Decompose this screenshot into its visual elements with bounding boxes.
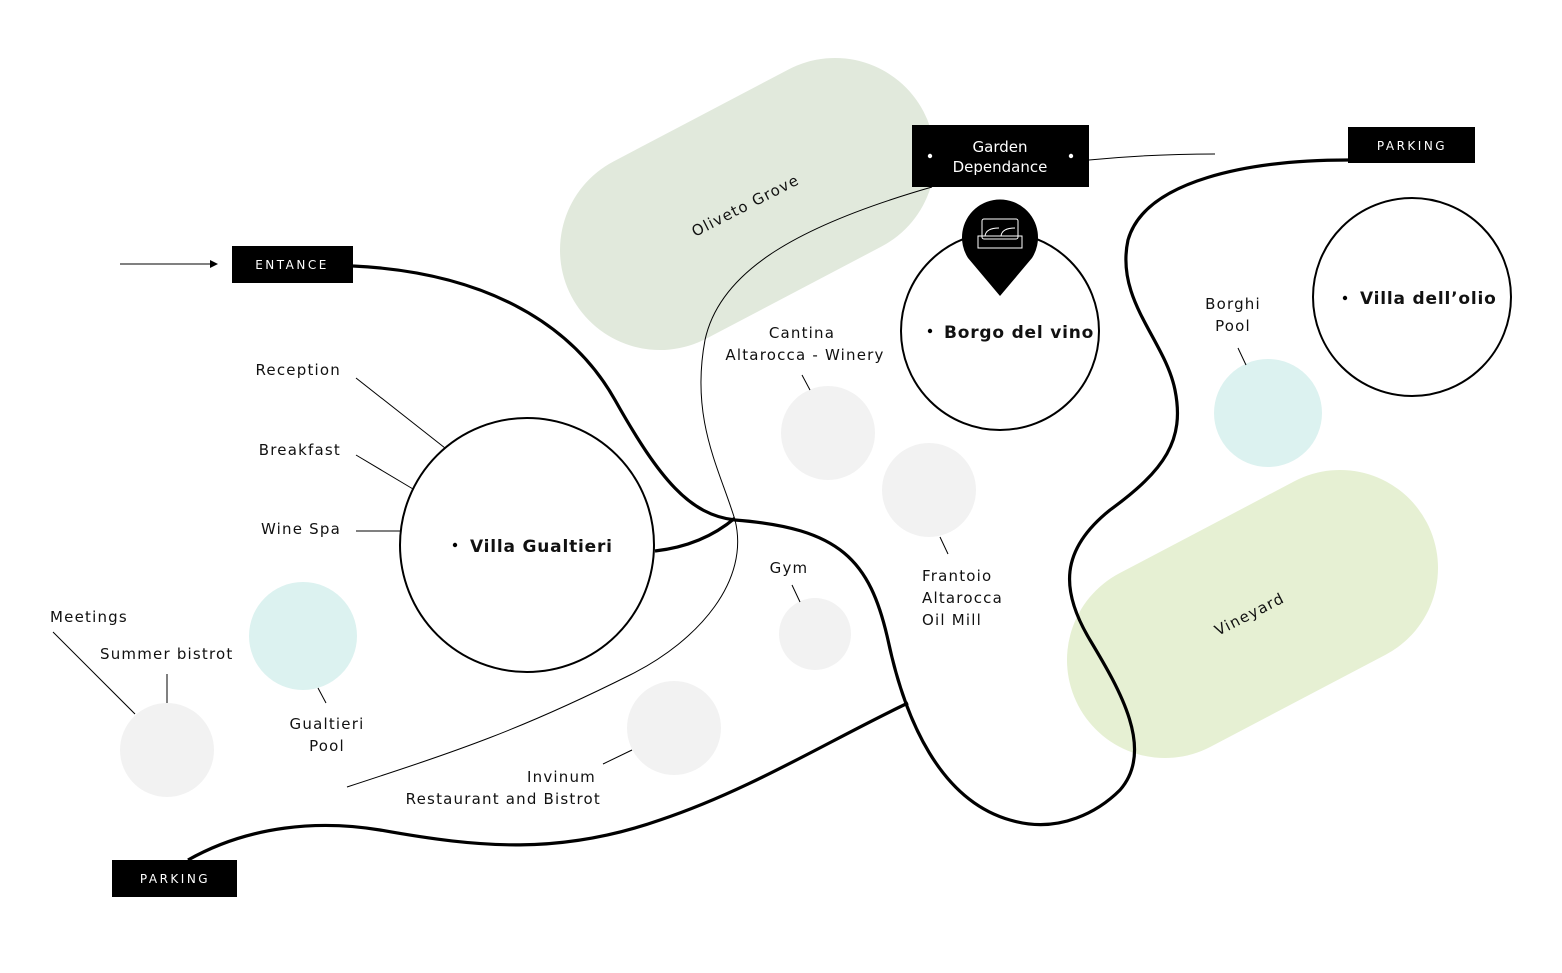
frantoio-spot[interactable]: [882, 443, 976, 537]
villa-gualtieri-label: Villa Gualtieri: [470, 537, 613, 557]
parking-top-tag[interactable]: PARKING: [1348, 127, 1475, 163]
gym-label: Gym: [770, 559, 809, 577]
meetings-spot[interactable]: [120, 703, 214, 797]
borghi-pool-label-2: Pool: [1215, 317, 1251, 335]
vineyard-zone: [1067, 470, 1438, 758]
svg-text:PARKING: PARKING: [1377, 139, 1447, 153]
bullet-dot: [1342, 295, 1348, 301]
villa-gualtieri[interactable]: [399, 417, 655, 673]
frantoio-label-2: Altarocca: [922, 589, 1003, 607]
svg-text:Garden: Garden: [973, 138, 1028, 156]
cantina-label-2: Altarocca - Winery: [725, 346, 884, 364]
borghi-pool[interactable]: [1214, 359, 1322, 467]
reception-label: Reception: [255, 361, 341, 379]
parking-bottom-tag[interactable]: PARKING: [112, 860, 237, 897]
villa-dell-olio-label: Villa dell’olio: [1360, 289, 1497, 309]
gualtieri-pool[interactable]: [249, 582, 357, 690]
arrow-right-icon: [120, 260, 218, 268]
invinum-label-2: Restaurant and Bistrot: [406, 790, 601, 808]
meetings-label: Meetings: [50, 608, 128, 626]
cantina-spot[interactable]: [781, 386, 875, 480]
svg-text:Dependance: Dependance: [953, 158, 1048, 176]
borghi-pool-label: Borghi: [1205, 295, 1261, 313]
gualtieri-connector: [654, 516, 737, 553]
garden-path: [1088, 153, 1216, 161]
oliveto-grove-zone: [560, 58, 935, 350]
main-road: [352, 158, 1349, 827]
cantina-label: Cantina: [769, 324, 835, 342]
bullet-dot: [452, 542, 458, 548]
leader-lines: [52, 347, 1247, 765]
garden-dependance-tag[interactable]: Garden Dependance: [912, 125, 1089, 187]
gualtieri-pool-label: Gualtieri: [290, 715, 365, 733]
wine-spa-label: Wine Spa: [261, 520, 341, 538]
frantoio-label-3: Oil Mill: [922, 611, 982, 629]
bullet-dot: [927, 328, 933, 334]
breakfast-label: Breakfast: [259, 441, 341, 459]
summer-bistrot-label: Summer bistrot: [100, 645, 234, 663]
villa-dell-olio[interactable]: [1312, 197, 1512, 397]
gualtieri-pool-label-2: Pool: [309, 737, 345, 755]
invinum-label: Invinum: [527, 768, 596, 786]
borgo-del-vino-label: Borgo del vino: [944, 323, 1094, 343]
lower-road: [187, 701, 909, 862]
entrance-tag[interactable]: ENTANCE: [232, 246, 353, 283]
invinum-spot[interactable]: [627, 681, 721, 775]
svg-text:ENTANCE: ENTANCE: [255, 258, 329, 272]
frantoio-label: Frantoio: [922, 567, 992, 585]
gym-spot[interactable]: [779, 598, 851, 670]
bed-pin-icon[interactable]: [962, 199, 1038, 296]
svg-text:PARKING: PARKING: [140, 872, 210, 886]
